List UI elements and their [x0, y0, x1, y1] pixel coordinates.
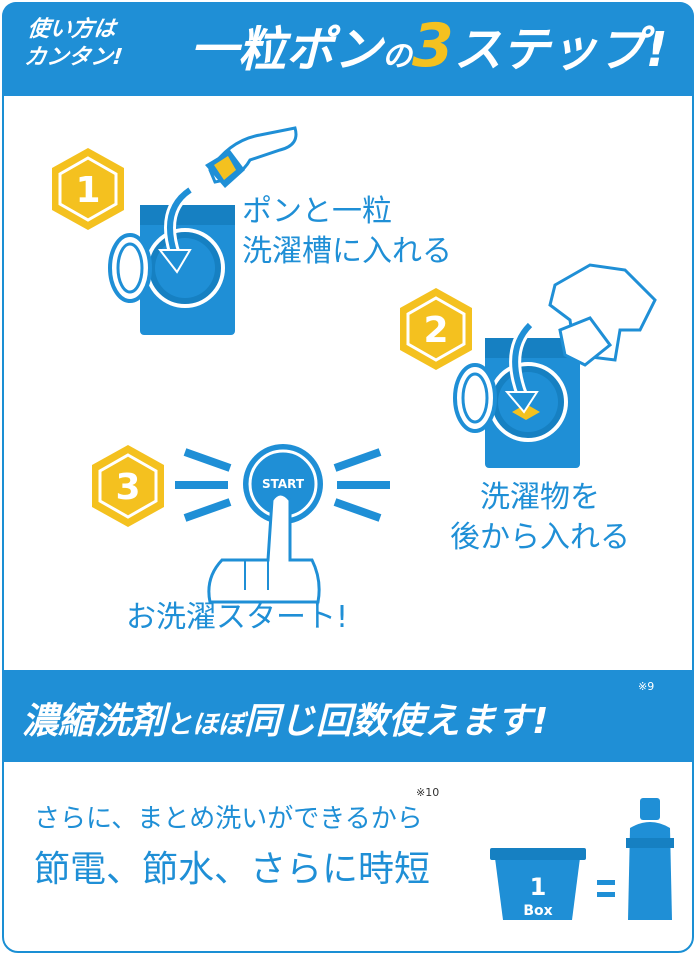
band-footnote: ※9	[638, 680, 655, 693]
usage-band-text: 濃縮洗剤とほぼ同じ回数使えます!	[22, 692, 548, 744]
header-title-no: の	[382, 39, 413, 74]
step2-number: 2	[423, 310, 448, 351]
usage-band	[2, 670, 694, 762]
hand-with-pod-icon	[205, 126, 298, 188]
header-title-part2: ステップ!	[453, 22, 668, 78]
bottom-line2: 節電、節水、さらに時短	[34, 849, 431, 890]
laundry-clothes-icon	[548, 263, 657, 367]
header-title-number: 3	[412, 11, 454, 81]
band-text-main: 濃縮洗剤	[22, 701, 167, 742]
step3-hexagon	[92, 445, 164, 527]
drop-arrow-2-icon	[504, 320, 539, 414]
step1-label-line1: ポンと一粒	[242, 194, 392, 229]
bottom-line1-footnote: ※10	[416, 786, 440, 799]
step3-label: お洗濯スタート!	[126, 600, 349, 635]
step1-label-line2: 洗濯槽に入れる	[242, 234, 452, 269]
step1-hexagon	[52, 148, 124, 230]
step2-hexagon	[400, 288, 472, 370]
box-number: 1	[530, 873, 547, 901]
step1-number: 1	[75, 170, 100, 211]
step2-label: 洗濯物を 後から入れる	[450, 478, 630, 558]
step2-label-line1: 洗濯物を	[480, 480, 600, 515]
bottom-line1: さらに、まとめ洗いができるから	[34, 804, 423, 834]
drop-arrow-1-icon	[157, 185, 194, 274]
detergent-box-icon	[490, 848, 586, 920]
band-text-small: とほぼ	[166, 710, 245, 740]
step3-number: 3	[115, 467, 140, 508]
start-button-text: START	[262, 477, 305, 491]
equals-sign-icon	[597, 880, 615, 897]
band-text-end: 同じ回数使えます!	[244, 701, 549, 742]
step2-label-line2: 後から入れる	[450, 520, 630, 555]
header-title: 一粒ポンの3ステップ!	[190, 16, 668, 85]
header-title-part1: 一粒ポン	[190, 22, 383, 78]
detergent-bottle-icon	[626, 798, 674, 920]
step1-label: ポンと一粒 洗濯槽に入れる	[242, 192, 452, 272]
header-banner	[2, 2, 694, 96]
start-button-rays-icon	[175, 448, 390, 522]
pressing-hand-icon	[207, 492, 321, 604]
box-label: Box	[523, 903, 552, 919]
